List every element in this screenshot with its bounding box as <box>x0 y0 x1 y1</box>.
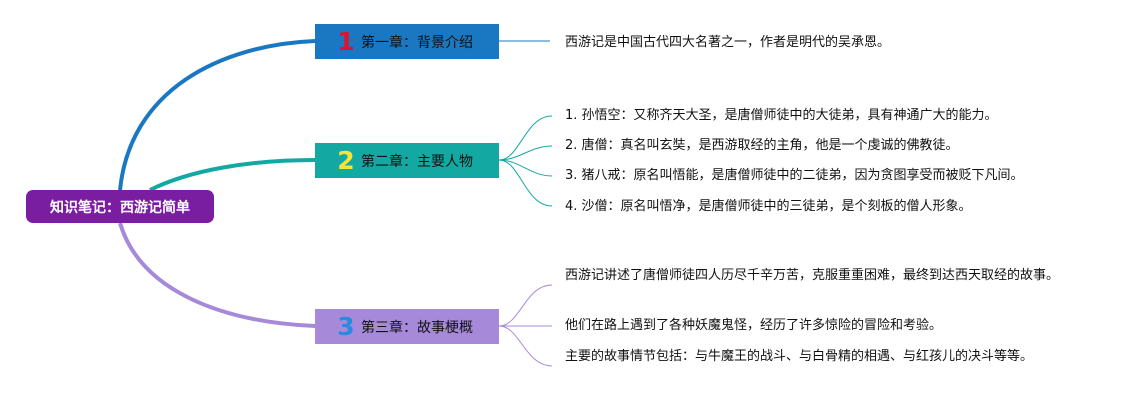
root-node[interactable]: 知识笔记：西游记简单 <box>26 190 214 223</box>
chapter2-item-3[interactable]: 3. 猪八戒：原名叫悟能，是唐僧师徒中的二徒弟，因为贪图享受而被贬下凡间。 <box>565 168 1024 183</box>
chapter-number-2: 2 <box>337 146 355 175</box>
root-to-chapter1-line <box>118 39 316 191</box>
chapter2-to-item1-line <box>498 115 553 161</box>
chapter-title-2: 第二章：主要人物 <box>361 153 473 170</box>
root-to-chapter2-line <box>149 158 316 192</box>
chapter3-to-item1-line <box>498 284 553 327</box>
chapter2-item-2[interactable]: 2. 唐僧：真名叫玄奘，是西游取经的主角，他是一个虔诚的佛教徒。 <box>565 138 959 153</box>
chapter-node-2[interactable]: 2 第二章：主要人物 <box>315 143 499 178</box>
chapter-title-3: 第三章：故事梗概 <box>361 319 473 336</box>
chapter3-to-item3-line <box>498 325 553 367</box>
chapter2-item-1[interactable]: 1. 孙悟空：又称齐天大圣，是唐僧师徒中的大徒弟，具有神通广大的能力。 <box>565 108 998 123</box>
chapter3-item-1[interactable]: 西游记讲述了唐僧师徒四人历尽千辛万苦，克服重重困难，最终到达西天取经的故事。 <box>565 268 1060 283</box>
chapter1-item-1[interactable]: 西游记是中国古代四大名著之一，作者是明代的吴承恩。 <box>565 35 891 50</box>
chapter2-item-4[interactable]: 4. 沙僧：原名叫悟净，是唐僧师徒中的三徒弟，是个刻板的僧人形象。 <box>565 199 972 214</box>
chapter-node-3[interactable]: 3 第三章：故事梗概 <box>315 309 499 344</box>
chapter-number-1: 1 <box>337 27 355 56</box>
chapter-title-1: 第一章：背景介绍 <box>361 34 473 51</box>
root-label: 知识笔记：西游记简单 <box>50 199 190 216</box>
chapter-node-1[interactable]: 1 第一章：背景介绍 <box>315 24 499 59</box>
chapter3-item-3[interactable]: 主要的故事情节包括：与牛魔王的战斗、与白骨精的相遇、与红孩儿的决斗等等。 <box>565 349 1034 364</box>
chapter-number-3: 3 <box>337 312 355 341</box>
chapter2-to-item4-line <box>498 159 553 207</box>
root-to-chapter3-line <box>118 222 316 328</box>
chapter3-item-2[interactable]: 他们在路上遇到了各种妖魔鬼怪，经历了许多惊险的冒险和考验。 <box>565 318 943 333</box>
chapter2-to-item2-line <box>498 145 553 161</box>
